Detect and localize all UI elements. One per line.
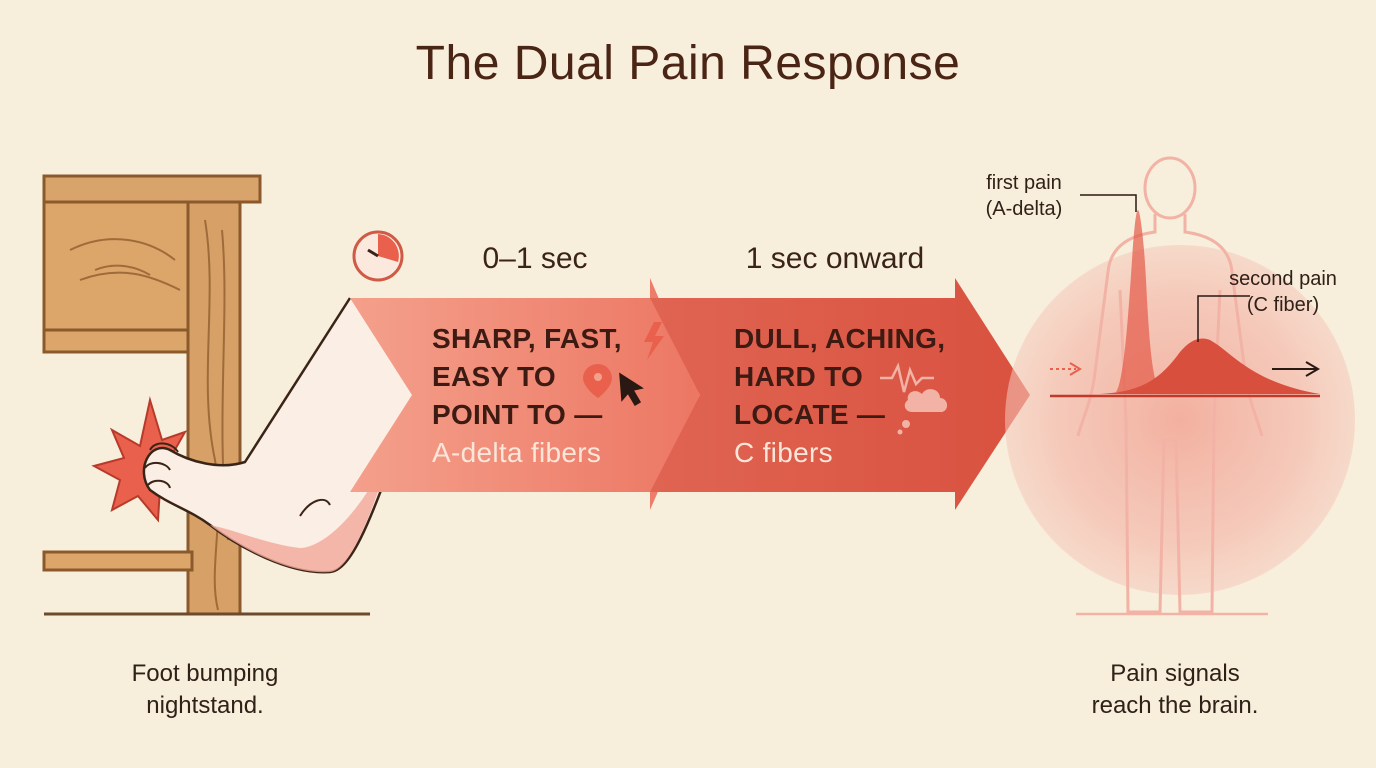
right-caption-line: Pain signals	[1110, 660, 1240, 687]
right-caption: Pain signals reach the brain.	[1060, 658, 1290, 722]
location-pin-icon	[583, 364, 612, 398]
stopwatch-icon	[352, 230, 404, 282]
first-pain-leader	[1080, 194, 1137, 212]
left-caption-line: nightstand.	[146, 692, 264, 719]
second-arrow-line: DULL, ACHING,	[734, 323, 946, 354]
lightning-icon	[644, 322, 664, 360]
second-pain-label: second pain (C fiber)	[1218, 266, 1348, 318]
thought-cloud-icon	[897, 389, 948, 435]
incoming-arrow-icon	[1050, 362, 1082, 376]
first-pain-arrow	[350, 278, 700, 510]
pain-glow	[1005, 245, 1355, 595]
second-arrow-text: DULL, ACHING, HARD TO LOCATE — C fibers	[734, 320, 945, 472]
foot-illustration	[142, 297, 422, 574]
second-arrow-line: HARD TO	[734, 361, 864, 392]
page-title: The Dual Pain Response	[415, 37, 961, 90]
first-pain-curve	[1116, 210, 1160, 392]
pulse-wave-icon	[880, 362, 934, 393]
first-arrow-text: SHARP, FAST, EASY TO POINT TO — A-delta …	[432, 320, 622, 472]
second-pain-curve	[1100, 338, 1320, 394]
second-pain-label-line: (C fiber)	[1246, 294, 1320, 316]
first-arrow-line: POINT TO —	[432, 399, 603, 430]
left-caption-line: Foot bumping	[131, 660, 279, 687]
second-pain-arrow	[650, 278, 1030, 510]
time-label-first: 0–1 sec	[482, 242, 588, 275]
impact-burst-icon	[91, 396, 193, 523]
first-pain-label: first pain (A-delta)	[966, 170, 1082, 222]
time-label-second: 1 sec onward	[745, 242, 925, 275]
right-caption-line: reach the brain.	[1091, 692, 1259, 719]
second-arrow-line: LOCATE —	[734, 399, 886, 430]
second-arrow-fiber: C fibers	[734, 437, 833, 468]
first-pain-label-line: first pain	[986, 172, 1062, 194]
first-arrow-fiber: A-delta fibers	[432, 437, 602, 468]
nightstand	[42, 174, 370, 616]
first-pain-label-line: (A-delta)	[985, 198, 1063, 220]
left-caption: Foot bumping nightstand.	[100, 658, 310, 722]
cursor-icon	[619, 372, 644, 407]
first-arrow-line: SHARP, FAST,	[432, 323, 622, 354]
second-pain-leader	[1197, 295, 1250, 342]
second-pain-label-line: second pain	[1229, 268, 1337, 290]
outgoing-arrow-icon	[1272, 361, 1320, 377]
first-arrow-line: EASY TO	[432, 361, 556, 392]
